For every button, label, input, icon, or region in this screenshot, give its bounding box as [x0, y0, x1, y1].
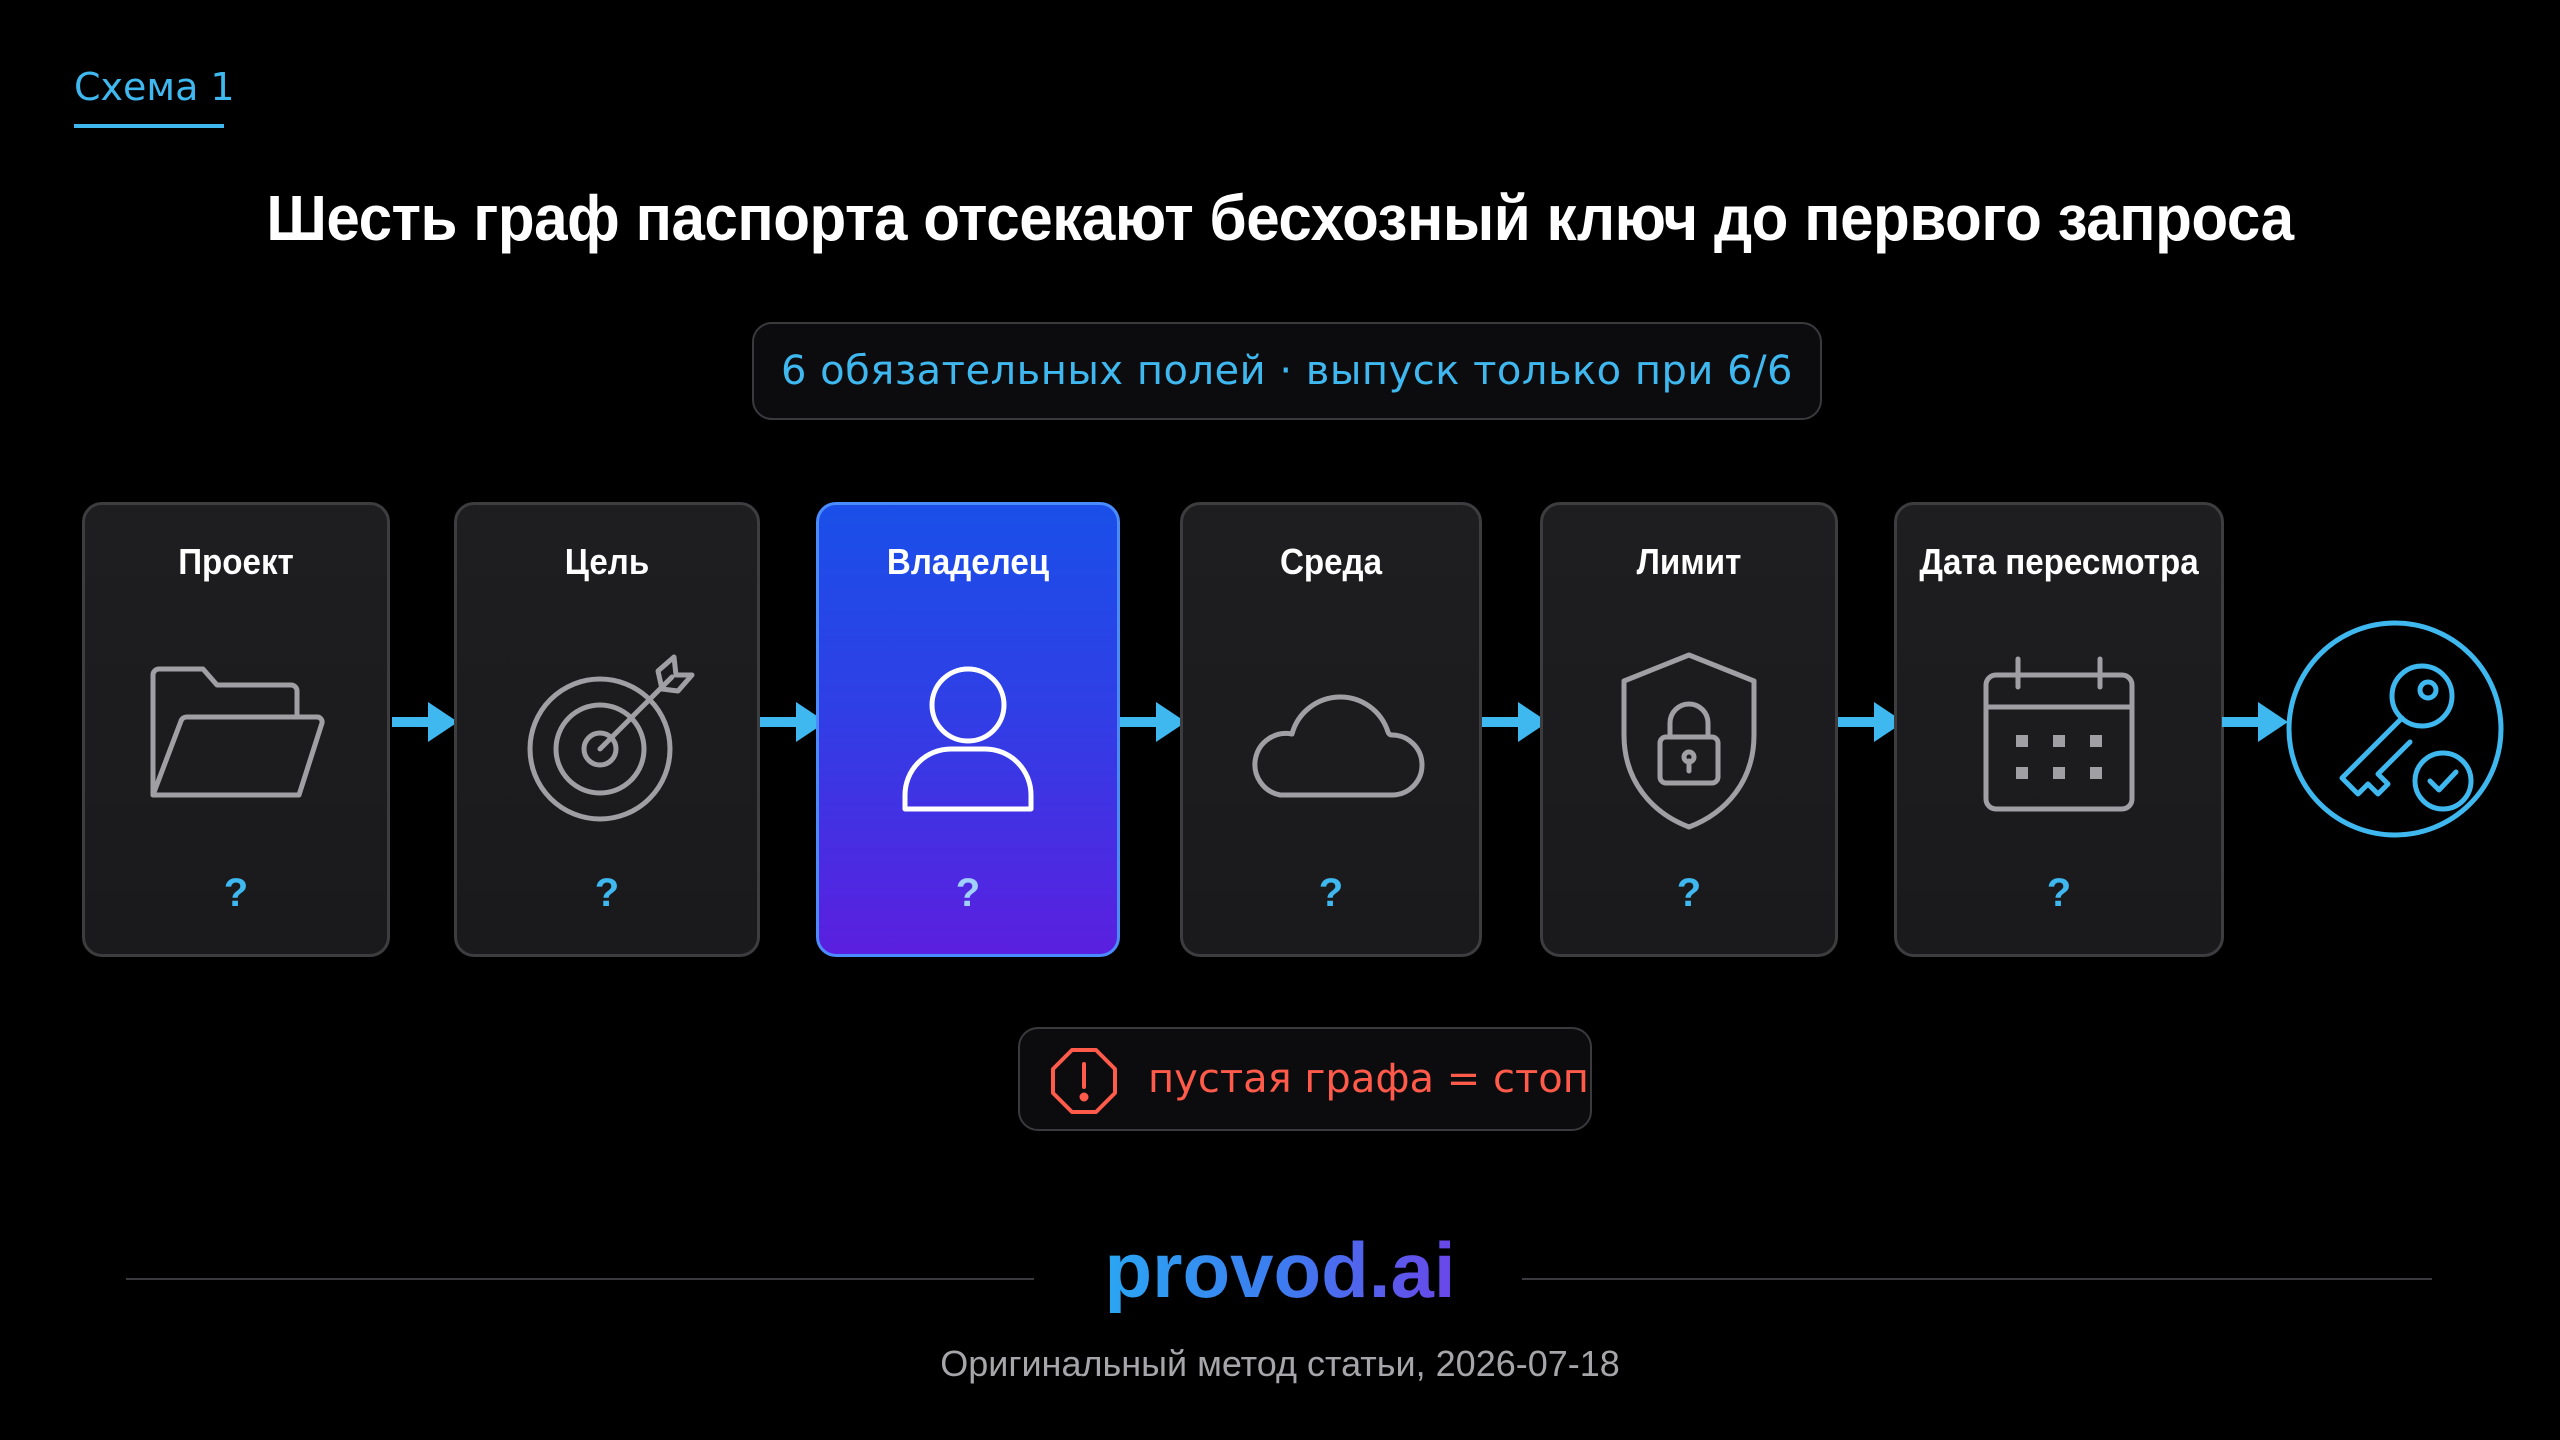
field-card-title: Среда	[1279, 541, 1383, 582]
shield-lock-icon	[1621, 652, 1757, 830]
flow-arrow	[1120, 702, 1186, 742]
cloud-icon	[1252, 694, 1425, 798]
flow-arrow	[2222, 702, 2288, 742]
field-card-goal: Цель ?	[454, 502, 760, 957]
alert-octagon-icon	[1051, 1048, 1117, 1114]
footer-divider-right	[1522, 1278, 2432, 1280]
brand-name: provod.ai	[1104, 1226, 1456, 1314]
flow-arrow	[392, 702, 458, 742]
footer-note: Оригинальный метод статьи, 2026-07-18	[940, 1343, 1620, 1384]
field-card-limit: Лимит ?	[1540, 502, 1838, 957]
field-value: ?	[2046, 871, 2072, 915]
folder-icon	[150, 666, 325, 798]
field-card-review-date: Дата пересмотра ?	[1894, 502, 2224, 957]
key-check-icon	[2286, 620, 2504, 838]
field-value: ?	[594, 871, 620, 915]
requirements-text: 6 обязательных полей · выпуск только при…	[781, 348, 1793, 394]
field-card-environment: Среда ?	[1180, 502, 1482, 957]
scheme-label-underline	[74, 124, 224, 128]
diagram-title: Шесть граф паспорта отсекают бесхозный к…	[266, 182, 2294, 254]
field-value: ?	[1318, 871, 1344, 915]
field-card-owner: Владелец ?	[816, 502, 1120, 957]
requirements-pill: 6 обязательных полей · выпуск только при…	[752, 322, 1822, 420]
field-value: ?	[223, 871, 249, 915]
flow-arrow	[1482, 702, 1548, 742]
field-card-title: Проект	[178, 541, 294, 582]
field-card-title: Лимит	[1636, 541, 1742, 582]
user-icon	[902, 666, 1034, 812]
scheme-label: Схема 1	[74, 65, 235, 109]
target-icon	[527, 654, 695, 822]
stop-warning-pill: пустая графа = стоп	[1018, 1027, 1592, 1131]
field-card-title: Цель	[564, 541, 650, 582]
field-value: ?	[955, 871, 981, 915]
flow-arrow	[760, 702, 826, 742]
field-card-title: Дата пересмотра	[1919, 541, 2199, 582]
field-card-project: Проект ?	[82, 502, 390, 957]
field-card-title: Владелец	[886, 541, 1050, 582]
stop-warning-text: пустая графа = стоп	[1148, 1056, 1589, 1102]
brand-logo: provod.ai	[0, 1222, 2560, 1318]
footer-divider-left	[126, 1278, 1034, 1280]
calendar-icon	[1983, 656, 2135, 812]
flow-arrow	[1838, 702, 1904, 742]
field-value: ?	[1676, 871, 1702, 915]
